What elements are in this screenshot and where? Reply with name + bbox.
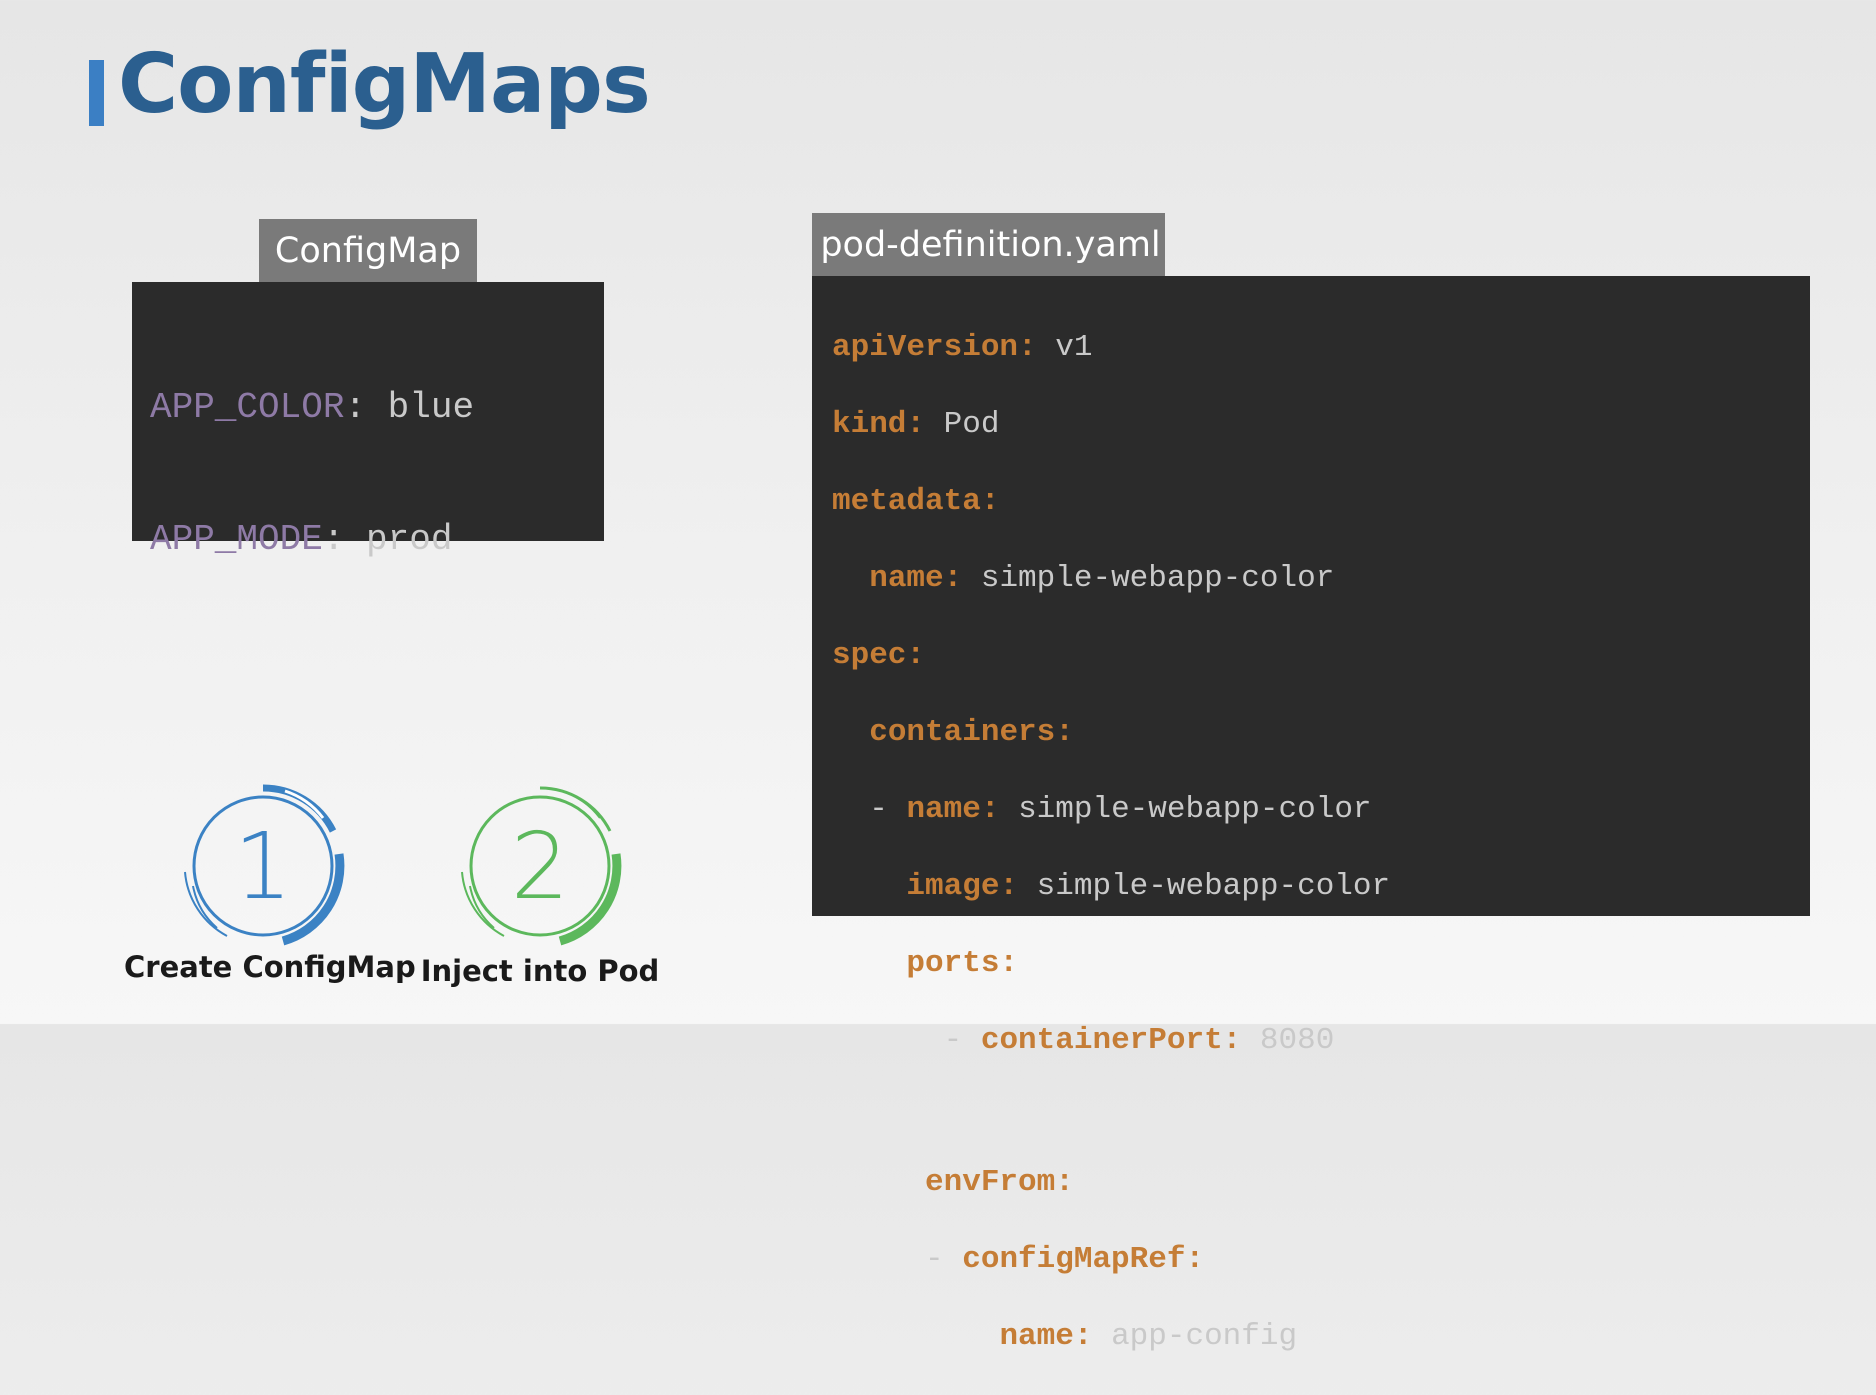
yaml-key: containers: xyxy=(869,714,1074,750)
configmap-separator: : xyxy=(322,519,345,560)
yaml-line: kind: Pod xyxy=(832,406,1810,445)
configmap-value: prod xyxy=(366,519,453,560)
configmap-key: APP_COLOR xyxy=(150,387,345,428)
yaml-key: name: xyxy=(999,1319,1093,1354)
yaml-key: image: xyxy=(906,868,1019,904)
step-ring-icon xyxy=(461,786,622,946)
configmap-entry: APP_MODE: prod xyxy=(150,518,604,562)
yaml-key: envFrom: xyxy=(925,1165,1074,1200)
yaml-line: containers: xyxy=(832,714,1810,753)
yaml-line: - configMapRef: xyxy=(832,1241,1810,1280)
step-number: 2 xyxy=(510,812,570,920)
pod-definition-tab: pod-definition.yaml xyxy=(812,213,1165,277)
yaml-line: - name: simple-webapp-color xyxy=(832,791,1810,830)
configmap-entry: APP_COLOR: blue xyxy=(150,386,604,430)
yaml-gap xyxy=(832,1099,1810,1126)
yaml-key: apiVersion: xyxy=(832,329,1037,365)
yaml-value: app-config xyxy=(1111,1319,1298,1354)
yaml-key: kind: xyxy=(832,406,926,442)
yaml-line: envFrom: xyxy=(832,1164,1810,1203)
step-1-ring: 1 xyxy=(173,776,353,956)
yaml-value: 8080 xyxy=(1259,1022,1335,1058)
configmap-panel: APP_COLOR: blue APP_MODE: prod xyxy=(132,282,604,560)
configmap-tab: ConfigMap xyxy=(259,219,477,283)
step-label: Create ConfigMap xyxy=(124,950,416,984)
yaml-key: name: xyxy=(869,560,963,596)
yaml-key: ports: xyxy=(906,945,1019,981)
configmap-separator: : xyxy=(344,387,367,428)
page-title: ConfigMaps xyxy=(118,37,651,132)
yaml-line: apiVersion: v1 xyxy=(832,329,1810,368)
pod-definition-code: apiVersion: v1 kind: Pod metadata: name:… xyxy=(812,276,1810,1354)
yaml-value: simple-webapp-color xyxy=(980,560,1335,596)
yaml-key: spec: xyxy=(832,637,926,673)
yaml-key: configMapRef: xyxy=(962,1242,1205,1277)
configmap-key: APP_MODE xyxy=(150,519,323,560)
yaml-line: image: simple-webapp-color xyxy=(832,868,1810,907)
yaml-value: Pod xyxy=(943,406,1000,442)
yaml-line: spec: xyxy=(832,637,1810,676)
yaml-line: - containerPort: 8080 xyxy=(832,1022,1810,1061)
step-ring-icon xyxy=(184,784,345,946)
title-accent-bar xyxy=(89,60,104,126)
yaml-dash: - xyxy=(925,1242,963,1277)
yaml-value: simple-webapp-color xyxy=(1018,791,1372,827)
yaml-key: containerPort: xyxy=(980,1022,1242,1058)
step-2-ring: 2 xyxy=(450,776,630,956)
step-number: 1 xyxy=(233,812,293,920)
yaml-dash: - xyxy=(943,1022,981,1058)
yaml-line: metadata: xyxy=(832,483,1810,522)
yaml-dash: - xyxy=(869,791,907,827)
yaml-line: name: app-config xyxy=(832,1318,1810,1357)
yaml-key: name: xyxy=(906,791,1000,827)
yaml-value: v1 xyxy=(1055,329,1093,365)
configmap-value: blue xyxy=(387,387,475,428)
yaml-line: name: simple-webapp-color xyxy=(832,560,1810,599)
yaml-line: ports: xyxy=(832,945,1810,984)
yaml-key: metadata: xyxy=(832,483,1000,519)
yaml-value: simple-webapp-color xyxy=(1036,868,1391,904)
step-label: Inject into Pod xyxy=(420,954,660,988)
